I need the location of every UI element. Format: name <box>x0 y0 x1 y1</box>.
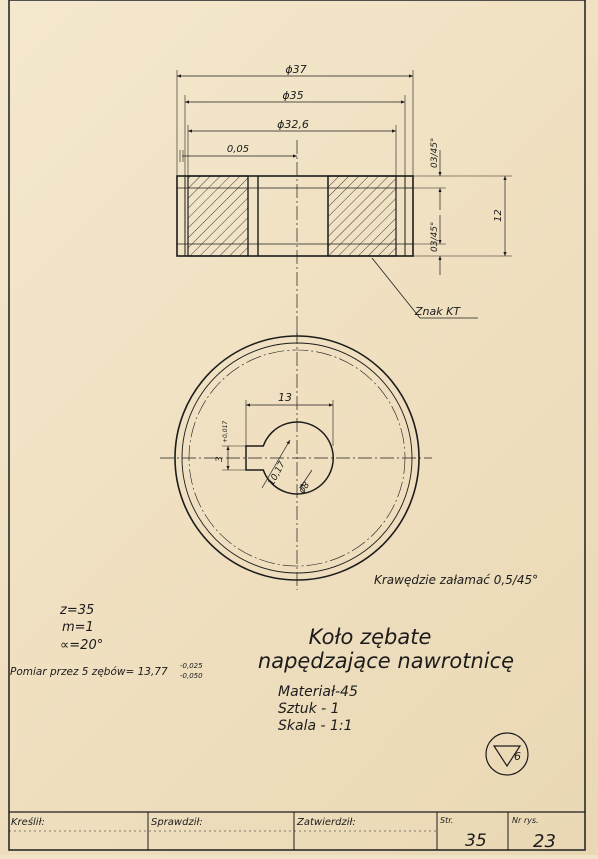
dim-keyway-depth: 3 <box>215 456 225 462</box>
dim-root-diameter: ϕ32,6 <box>277 118 309 131</box>
drawing-number: 23 <box>533 831 556 852</box>
dim-chamfer-bottom: 03/45° <box>430 222 440 252</box>
finish-triangle-icon <box>492 745 522 768</box>
front-view <box>160 330 432 590</box>
param-pressure-angle: ∝=20° <box>60 638 103 653</box>
part-title-line1: Koło zębate <box>309 625 432 649</box>
edges-note: Krawędzie załamać 0,5/45° <box>374 573 538 587</box>
param-measurement: Pomiar przez 5 zębów= 13,77 <box>10 666 168 678</box>
surface-mark-label: Znak KT <box>414 305 461 318</box>
drawing-number-label: Nr rys. <box>512 816 539 825</box>
dim-runout: 0,05 <box>227 144 249 155</box>
page-label: Str. <box>440 816 453 825</box>
checked-by-label: Sprawdził: <box>151 817 203 828</box>
drawn-by-label: Kreślił: <box>11 816 45 828</box>
section-hatch-left <box>187 175 249 257</box>
tooth-circle <box>181 342 413 574</box>
part-material: Materiał-45 <box>278 684 358 700</box>
dim-keyway-tolerance: +0,017 <box>222 421 229 443</box>
finish-value: 6 <box>514 750 521 763</box>
dim-bore-distance: 10,17 <box>267 460 288 488</box>
param-teeth: z=35 <box>59 603 94 618</box>
dim-outer-diameter: ϕ37 <box>285 63 306 76</box>
pitch-circle <box>188 349 406 567</box>
part-title-line2: napędzające nawrotnicę <box>258 649 514 673</box>
dim-keyway-width: 13 <box>278 391 292 404</box>
bore-with-keyway <box>245 421 334 495</box>
sheet-border <box>8 0 586 851</box>
title-block <box>9 811 585 850</box>
page-number: 35 <box>465 831 487 851</box>
part-quantity: Sztuk - 1 <box>278 701 340 717</box>
approved-by-label: Zatwierdził: <box>296 817 356 828</box>
outer-circle <box>174 335 420 581</box>
param-measurement-tol-upper: -0,025 <box>180 662 203 670</box>
part-scale: Skala - 1:1 <box>278 718 353 734</box>
dim-tooth-diameter: ϕ35 <box>282 89 303 102</box>
section-view <box>176 70 512 340</box>
section-hatch-right <box>327 175 397 257</box>
dim-chamfer-top: 03/45° <box>430 138 440 168</box>
gear-body-outline <box>176 175 414 257</box>
param-module: m=1 <box>62 620 94 635</box>
dim-height: 12 <box>493 209 504 222</box>
param-measurement-tol-lower: -0,050 <box>180 672 203 680</box>
surface-finish-symbol: 6 <box>485 732 529 776</box>
